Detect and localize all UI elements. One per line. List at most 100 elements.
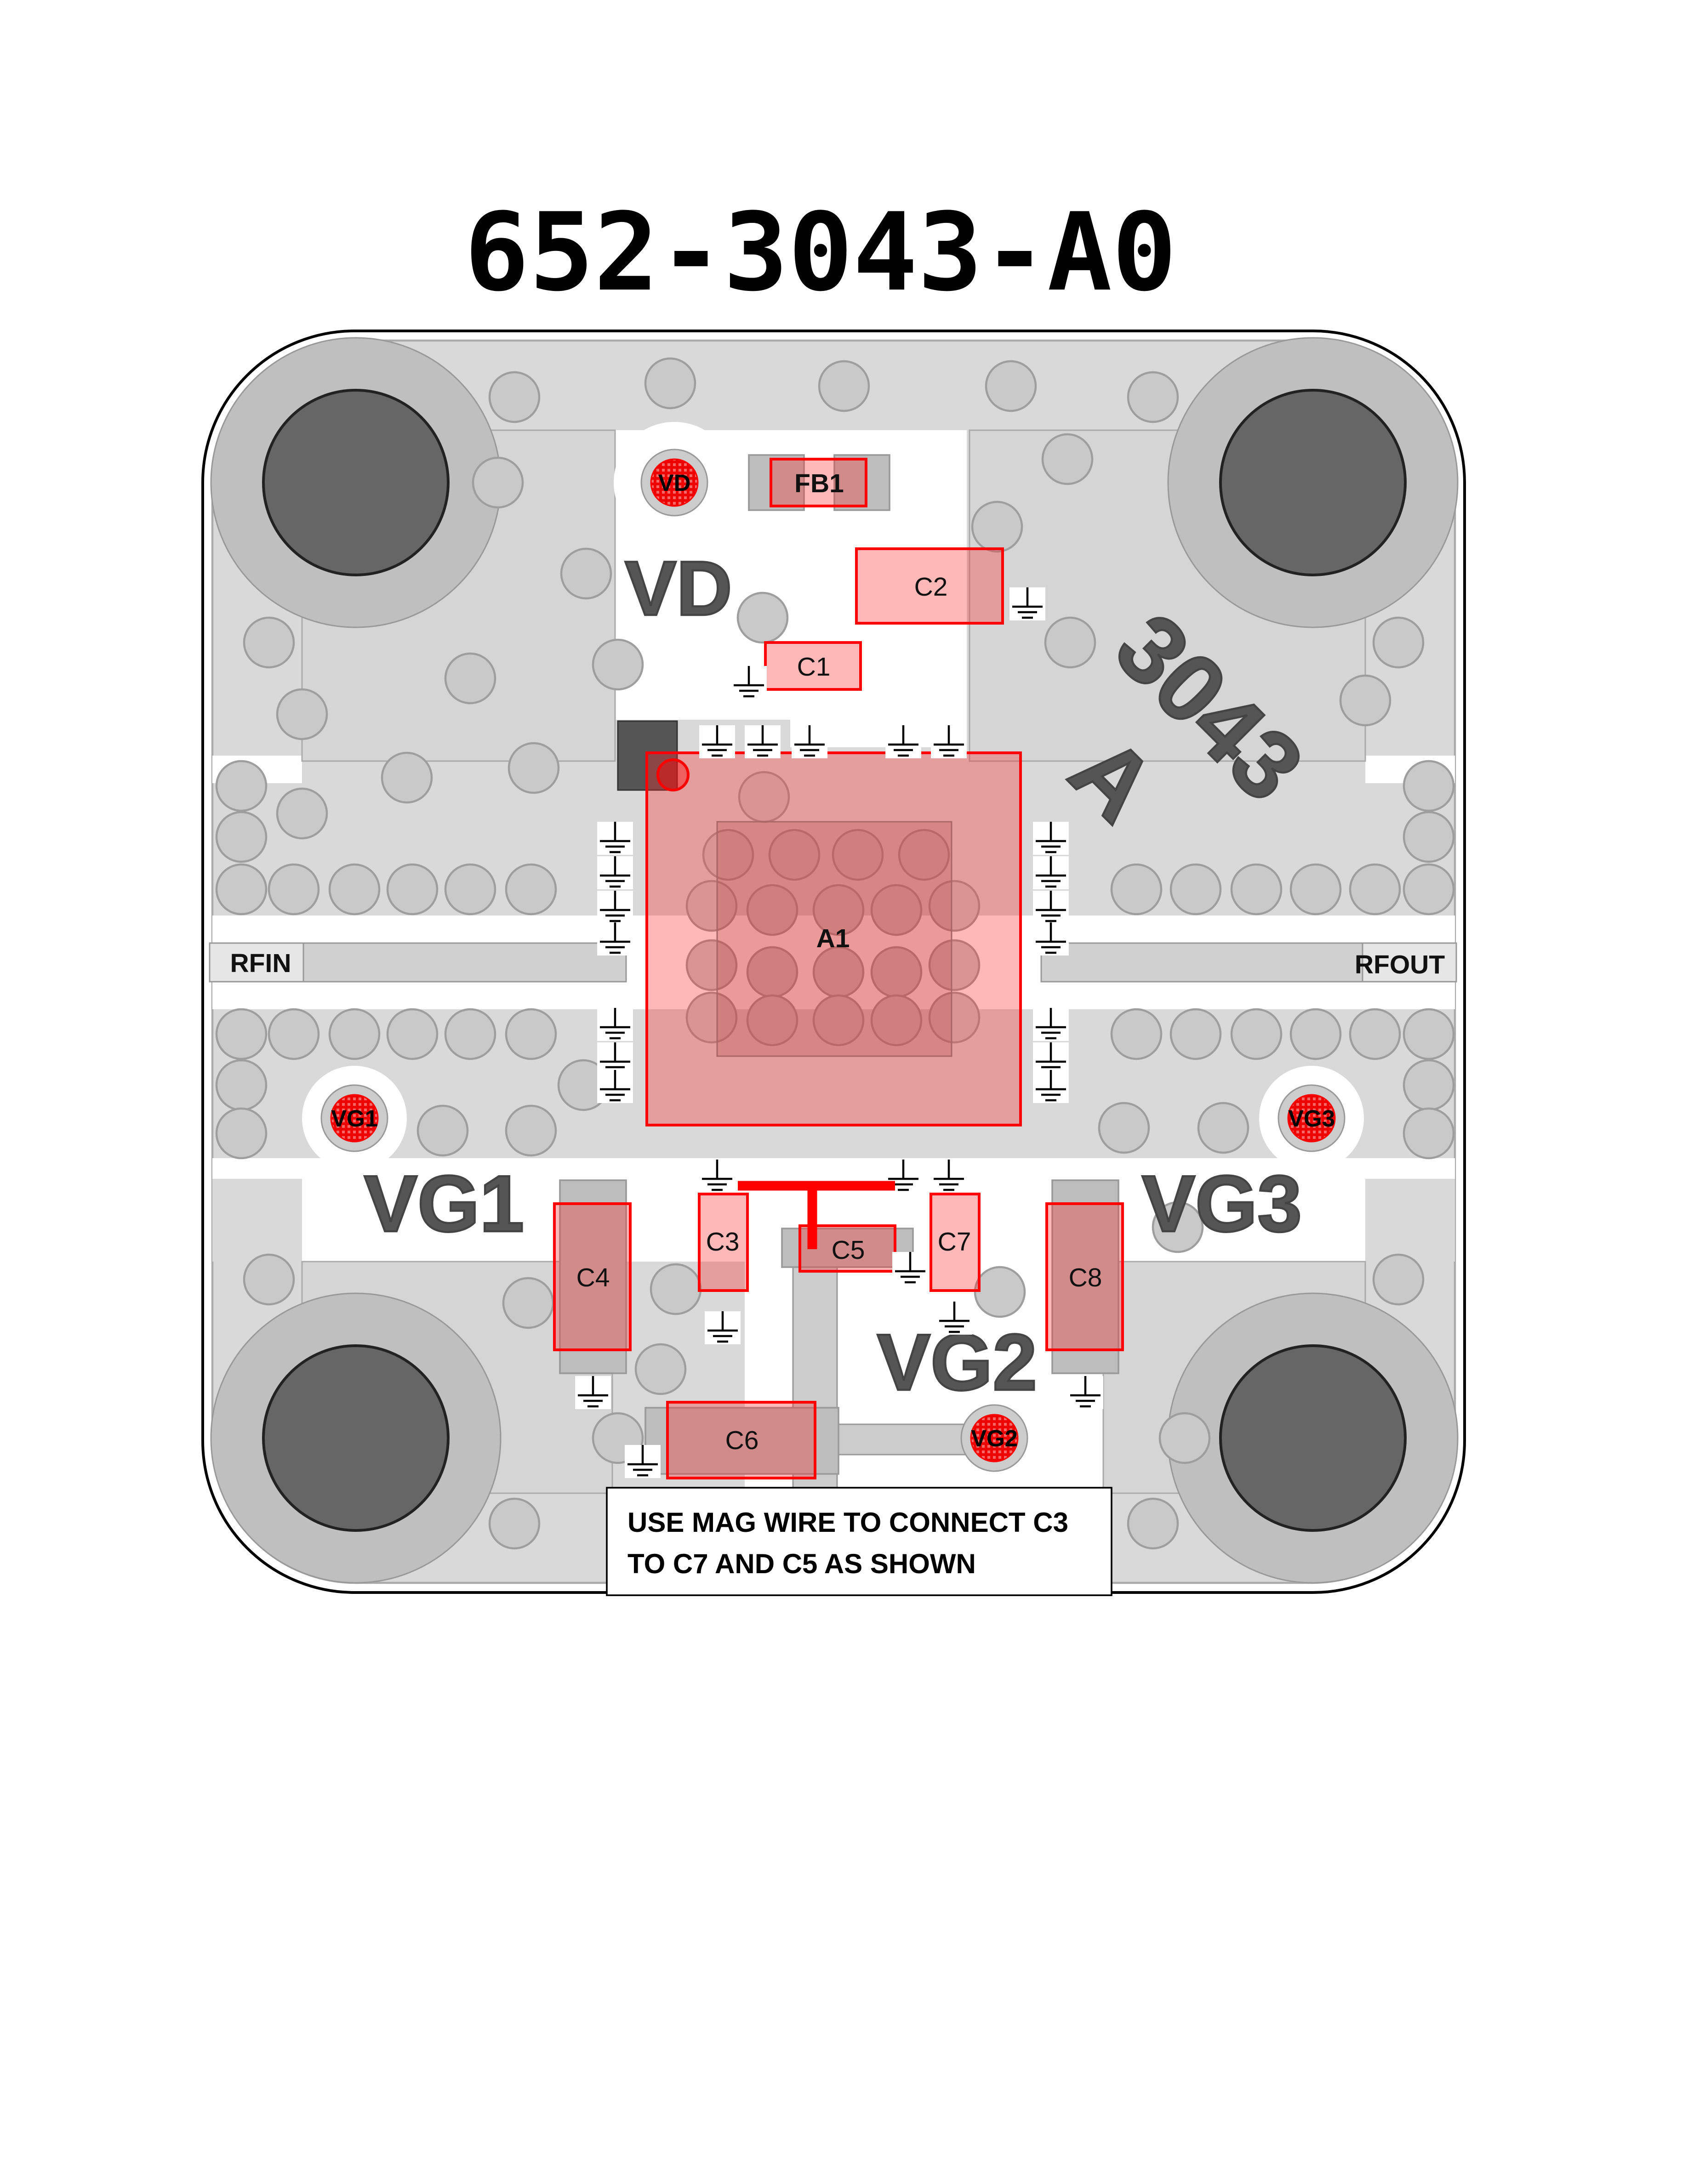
via bbox=[488, 371, 541, 423]
via bbox=[985, 360, 1037, 412]
via bbox=[1349, 1008, 1401, 1060]
component-c1[interactable]: C1 bbox=[764, 641, 862, 691]
via bbox=[215, 1008, 268, 1060]
via bbox=[832, 829, 884, 881]
via bbox=[268, 863, 320, 916]
via bbox=[685, 939, 738, 991]
via bbox=[818, 360, 870, 412]
via bbox=[215, 1107, 268, 1160]
assembly-note: USE MAG WIRE TO CONNECT C3 TO C7 AND C5 … bbox=[606, 1487, 1112, 1596]
via bbox=[702, 829, 754, 881]
rf-out-label: RFOUT bbox=[1355, 950, 1445, 979]
via bbox=[444, 1008, 496, 1060]
silkscreen-vg3: VG3 bbox=[1142, 1159, 1302, 1248]
via bbox=[444, 652, 496, 705]
ground-icon bbox=[1067, 1376, 1103, 1409]
component-c6[interactable]: C6 bbox=[644, 1401, 839, 1479]
via bbox=[1349, 863, 1401, 916]
via bbox=[736, 592, 789, 644]
via bbox=[215, 760, 268, 812]
ground-icon bbox=[936, 1302, 972, 1335]
mounting-hole bbox=[210, 337, 502, 628]
via bbox=[746, 994, 798, 1046]
ground-icon bbox=[1033, 856, 1069, 889]
via bbox=[928, 991, 981, 1044]
component-c6-label: C6 bbox=[725, 1426, 759, 1455]
via bbox=[928, 880, 981, 932]
via bbox=[1289, 1008, 1342, 1060]
mounting-hole bbox=[1167, 1292, 1459, 1584]
via bbox=[386, 863, 439, 916]
via bbox=[472, 456, 524, 509]
via bbox=[386, 1008, 439, 1060]
via bbox=[1403, 1008, 1455, 1060]
component-c2-label: C2 bbox=[914, 572, 948, 602]
component-c3-label: C3 bbox=[706, 1227, 740, 1257]
ground-icon bbox=[731, 666, 767, 699]
ground-icon bbox=[1009, 587, 1045, 620]
component-a1[interactable]: A1 bbox=[645, 751, 1022, 1126]
via bbox=[1110, 863, 1163, 916]
component-c5-label: C5 bbox=[832, 1235, 865, 1265]
ground-icon bbox=[699, 1160, 735, 1193]
via bbox=[243, 616, 295, 669]
via bbox=[1098, 1102, 1150, 1154]
test-point-vd[interactable]: VD bbox=[640, 449, 708, 517]
test-point-vg3-label: VG3 bbox=[1288, 1105, 1335, 1132]
component-c2[interactable]: C2 bbox=[855, 547, 1004, 625]
via bbox=[634, 1343, 687, 1395]
via bbox=[1127, 371, 1179, 423]
component-fb1[interactable]: FB1 bbox=[748, 454, 890, 511]
note-line-1: USE MAG WIRE TO CONNECT C3 bbox=[627, 1507, 1068, 1538]
component-c7[interactable]: C7 bbox=[930, 1193, 981, 1292]
test-point-vg2-label: VG2 bbox=[971, 1425, 1018, 1451]
via bbox=[1372, 616, 1425, 669]
ground-icon bbox=[597, 1008, 633, 1041]
ground-icon bbox=[597, 822, 633, 855]
rf-in-label: RFIN bbox=[230, 949, 291, 978]
ground-icon bbox=[792, 725, 827, 758]
ground-icon bbox=[885, 725, 921, 758]
ground-icon bbox=[1033, 822, 1069, 855]
via bbox=[1339, 674, 1391, 727]
via bbox=[1197, 1102, 1249, 1154]
via bbox=[215, 1059, 268, 1111]
mag-wire bbox=[738, 1181, 895, 1249]
via bbox=[328, 1008, 381, 1060]
ground-icon bbox=[625, 1445, 661, 1478]
via bbox=[505, 863, 557, 916]
ground-icon bbox=[1033, 922, 1069, 956]
ground-icon bbox=[575, 1376, 611, 1409]
via bbox=[592, 638, 644, 691]
via bbox=[812, 884, 865, 936]
via bbox=[1372, 1253, 1425, 1306]
component-c4-label: C4 bbox=[576, 1263, 610, 1292]
test-point-vg3[interactable]: VG3 bbox=[1277, 1084, 1346, 1152]
component-c7-label: C7 bbox=[938, 1227, 971, 1257]
component-c3[interactable]: C3 bbox=[698, 1193, 749, 1292]
via bbox=[746, 884, 798, 936]
silkscreen-vd: VD bbox=[625, 545, 732, 631]
mounting-hole bbox=[210, 1292, 502, 1584]
via bbox=[243, 1253, 295, 1306]
via bbox=[215, 811, 268, 863]
note-line-2: TO C7 AND C5 AS SHOWN bbox=[627, 1548, 976, 1579]
via bbox=[416, 1104, 469, 1157]
component-c8[interactable]: C8 bbox=[1045, 1179, 1124, 1374]
via bbox=[1152, 1201, 1204, 1253]
test-point-vg2[interactable]: VG2 bbox=[960, 1404, 1028, 1472]
via bbox=[502, 1277, 554, 1329]
via bbox=[1403, 760, 1455, 812]
via bbox=[1403, 1107, 1455, 1160]
via bbox=[768, 829, 821, 881]
via bbox=[276, 688, 328, 740]
via bbox=[444, 863, 496, 916]
component-c4[interactable]: C4 bbox=[553, 1179, 632, 1374]
via bbox=[508, 742, 560, 794]
via bbox=[1289, 863, 1342, 916]
via bbox=[898, 829, 950, 881]
ground-icon bbox=[597, 1070, 633, 1103]
via bbox=[1403, 863, 1455, 916]
test-point-vg1[interactable]: VG1 bbox=[320, 1084, 388, 1152]
